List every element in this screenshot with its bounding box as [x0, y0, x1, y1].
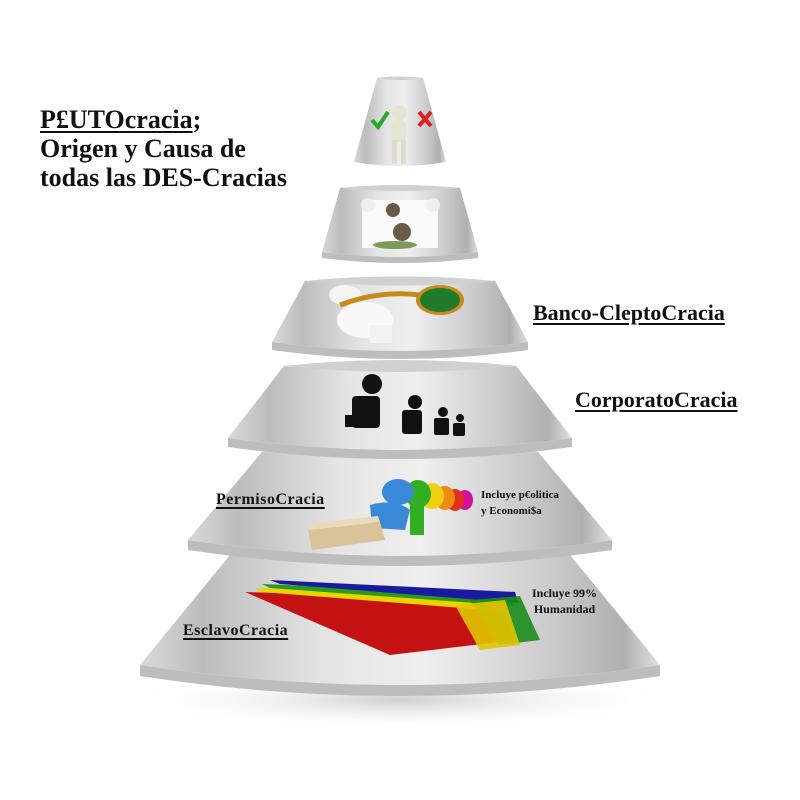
figure-carrying-dollar-bag-icon	[329, 285, 464, 343]
note-permisocracia-line-1: Incluye p€olitica	[481, 489, 559, 501]
person-choosing-check-or-cross-icon	[370, 105, 433, 164]
tier-banco-cleptocracia	[272, 276, 528, 359]
note-esclavocracia-line-2: Humanidad	[533, 602, 596, 616]
label-permisocracia: PermisoCracia	[216, 491, 325, 508]
businessmen-row-icon	[345, 374, 465, 436]
label-corporatocracia: CorporatoCracia	[575, 387, 738, 412]
tier-2	[322, 185, 478, 263]
note-permisocracia-line-2: y Economi$a	[481, 505, 542, 517]
title-line-3: todas las DES-Cracias	[40, 163, 288, 192]
people-queue-ballot-box-icon	[308, 479, 473, 550]
cross-icon	[417, 110, 433, 128]
title-plutocracia: P£UTOcracia	[40, 105, 193, 134]
title-block: P£UTOcracia; Origen y Causa de todas las…	[40, 105, 287, 192]
crowd-rainbow-rows-icon	[245, 580, 540, 655]
note-permisocracia: Incluye p€olitica y Economi$a	[481, 487, 559, 519]
people-exchanging-money-bags-icon	[361, 198, 440, 249]
note-esclavocracia-line-1: Incluye 99%	[532, 586, 598, 600]
check-icon	[370, 110, 390, 131]
title-semicolon: ;	[192, 105, 202, 134]
title-line-2: Origen y Causa de	[40, 134, 246, 163]
note-esclavocracia: Incluye 99% Humanidad	[532, 585, 597, 617]
tier-esclavocracia	[140, 545, 660, 696]
tier-corporatocracia	[228, 360, 572, 459]
tier-plutocracia	[354, 76, 446, 166]
label-esclavocracia: EsclavoCracia	[183, 622, 289, 639]
label-banco-cleptocracia: Banco-CleptoCracia	[533, 300, 725, 325]
